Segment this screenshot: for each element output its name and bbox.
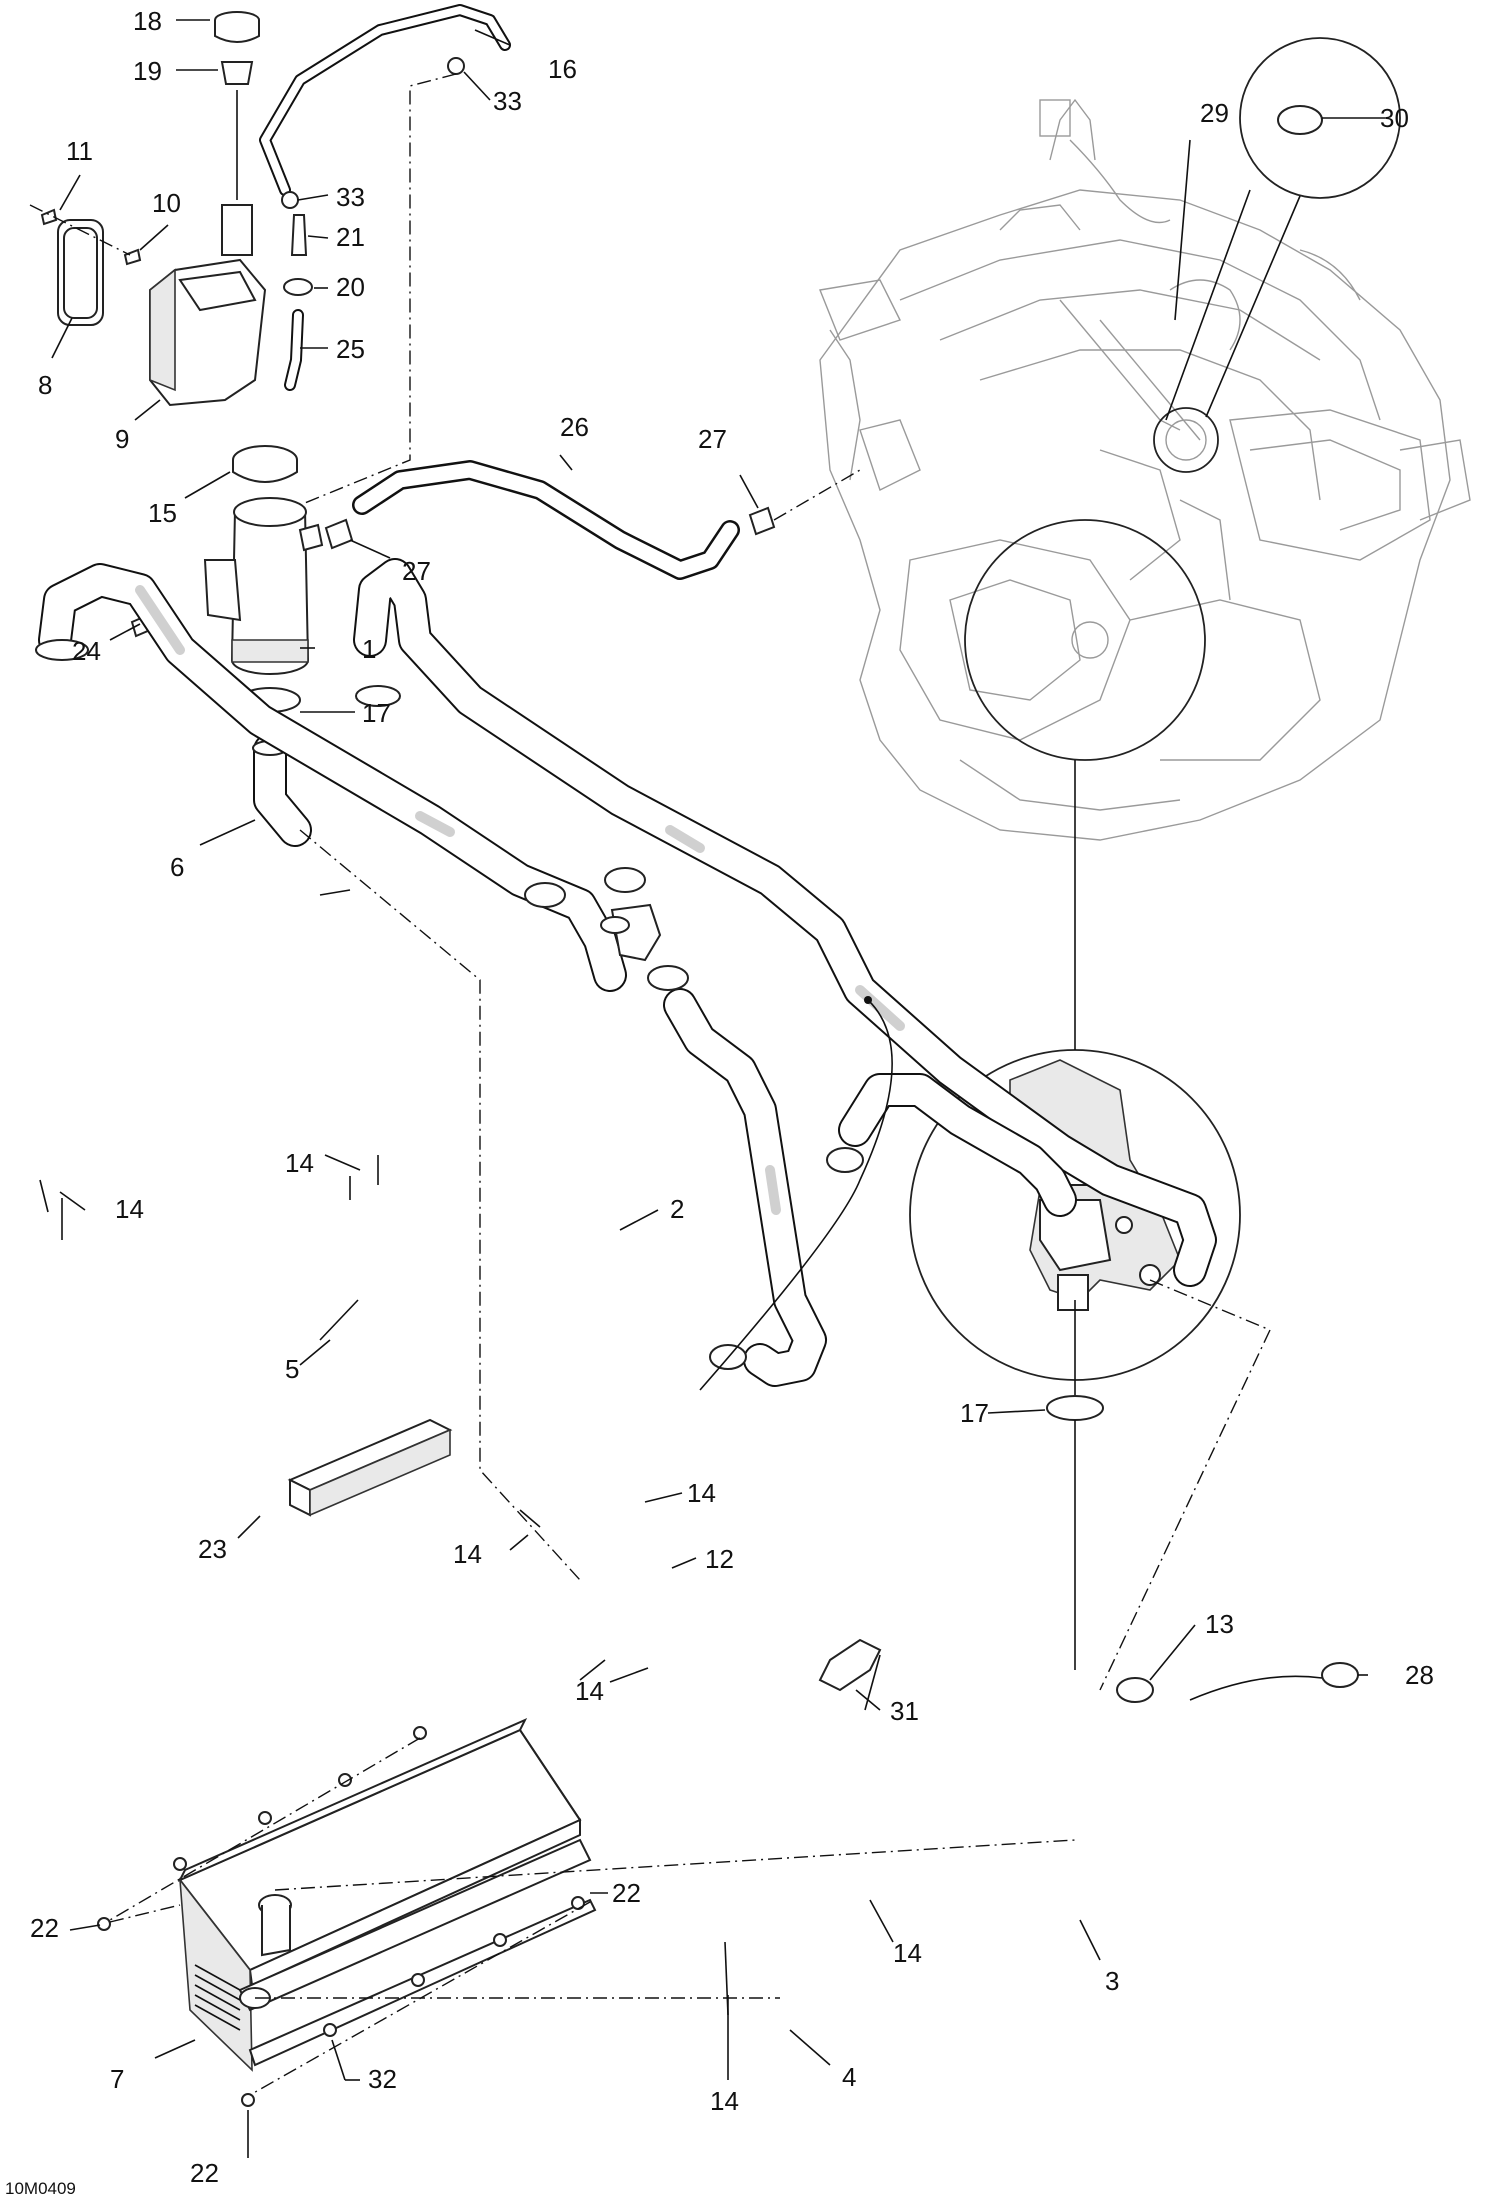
coolant-reservoir-9 [149, 204, 267, 407]
adapter-19 [220, 61, 254, 85]
hose-5 [38, 563, 627, 992]
cap-18 [214, 11, 260, 43]
screw-22-i [323, 2023, 337, 2037]
callout-23: 23 [198, 1534, 227, 1564]
grommet-20 [283, 278, 313, 296]
nipple-27-right [748, 506, 776, 536]
callout-27-right: 27 [698, 424, 727, 454]
callout-16: 16 [548, 54, 577, 84]
hose-26 [352, 460, 740, 580]
callout-28: 28 [1405, 1660, 1434, 1690]
callout-1: 1 [362, 634, 376, 664]
clip-31 [818, 1638, 882, 1692]
pressure-cap-15 [232, 445, 298, 483]
callout-14-e: 14 [575, 1676, 604, 1706]
screw-22-g [493, 1933, 507, 1947]
clamp-14-f [826, 1147, 864, 1173]
screw-22-j [241, 2093, 255, 2107]
screw-11 [40, 208, 58, 226]
screw-22-d [173, 1857, 187, 1871]
clamp-14-b [355, 685, 401, 707]
hose-3 [838, 1073, 1077, 1217]
callout-leaders [39, 19, 1385, 2158]
callout-4: 4 [842, 2062, 856, 2092]
screw-22-a [413, 1726, 427, 1740]
clip-33-lower [281, 191, 299, 209]
screw-22-e [97, 1917, 111, 1931]
screw-22-h [411, 1973, 425, 1987]
callout-22-bottom: 22 [190, 2158, 219, 2188]
callout-14-c: 14 [453, 1539, 482, 1569]
callout-32: 32 [368, 2064, 397, 2094]
callout-2: 2 [670, 1194, 684, 1224]
hose-2 [353, 558, 1217, 1287]
hose-4 [663, 988, 827, 1387]
clamp-14-a [35, 639, 89, 661]
callout-24: 24 [72, 636, 101, 666]
callout-14-a: 14 [115, 1194, 144, 1224]
drawing-code: 10M0409 [5, 2179, 76, 2198]
callout-3: 3 [1105, 1966, 1119, 1996]
detail-marker-circle-29 [1153, 407, 1219, 473]
clamp-28 [1321, 1662, 1359, 1688]
tee-fitting-12 [600, 903, 662, 962]
callout-26: 26 [560, 412, 589, 442]
callout-14-d: 14 [687, 1478, 716, 1508]
foam-strip-23 [287, 1418, 453, 1517]
screw-22-c [258, 1811, 272, 1825]
clamp-30 [1277, 105, 1323, 135]
callout-17-upper: 17 [362, 698, 391, 728]
callout-15: 15 [148, 498, 177, 528]
callout-12: 12 [705, 1544, 734, 1574]
callout-19: 19 [133, 56, 162, 86]
callout-5: 5 [285, 1354, 299, 1384]
callout-10: 10 [152, 188, 181, 218]
clamp-17-lower [1046, 1395, 1104, 1421]
clamp-14-e [647, 965, 689, 991]
callout-30: 30 [1380, 103, 1409, 133]
callout-17-lower: 17 [960, 1398, 989, 1428]
callout-11: 11 [66, 136, 93, 166]
callout-8: 8 [38, 370, 52, 400]
screw-10 [123, 248, 142, 266]
callout-7: 7 [110, 2064, 124, 2094]
callout-14-b: 14 [285, 1148, 314, 1178]
clamp-14-c [524, 882, 566, 908]
callout-33-top: 33 [493, 86, 522, 116]
callout-25: 25 [336, 334, 365, 364]
clamp-13 [1116, 1677, 1154, 1703]
callout-18: 18 [133, 6, 162, 36]
detail-marker-circle-thermostat [964, 519, 1206, 761]
callout-9: 9 [115, 424, 129, 454]
vent-hose-16 [259, 4, 511, 196]
radiator-7 [177, 1717, 597, 2072]
callout-29: 29 [1200, 98, 1229, 128]
callout-27-left: 27 [402, 556, 431, 586]
callout-22-left: 22 [30, 1913, 59, 1943]
callout-13: 13 [1205, 1609, 1234, 1639]
callout-31: 31 [890, 1696, 919, 1726]
callout-22-mid: 22 [612, 1878, 641, 1908]
clamp-14-d [604, 867, 646, 893]
nipple-27-left [324, 518, 354, 550]
callout-6: 6 [170, 852, 184, 882]
engine-assembly-drawing [819, 98, 1471, 841]
fitting-21 [290, 214, 308, 256]
callout-14-g: 14 [710, 2086, 739, 2116]
callout-labels: 18 19 16 33 33 21 20 25 10 11 8 9 15 26 … [5, 6, 1434, 2198]
clip-33-top [447, 57, 465, 75]
callout-21: 21 [336, 222, 365, 252]
callout-20: 20 [336, 272, 365, 302]
expansion-tank-1 [203, 497, 324, 675]
callout-14-f: 14 [893, 1938, 922, 1968]
callout-33-lower: 33 [336, 182, 365, 212]
